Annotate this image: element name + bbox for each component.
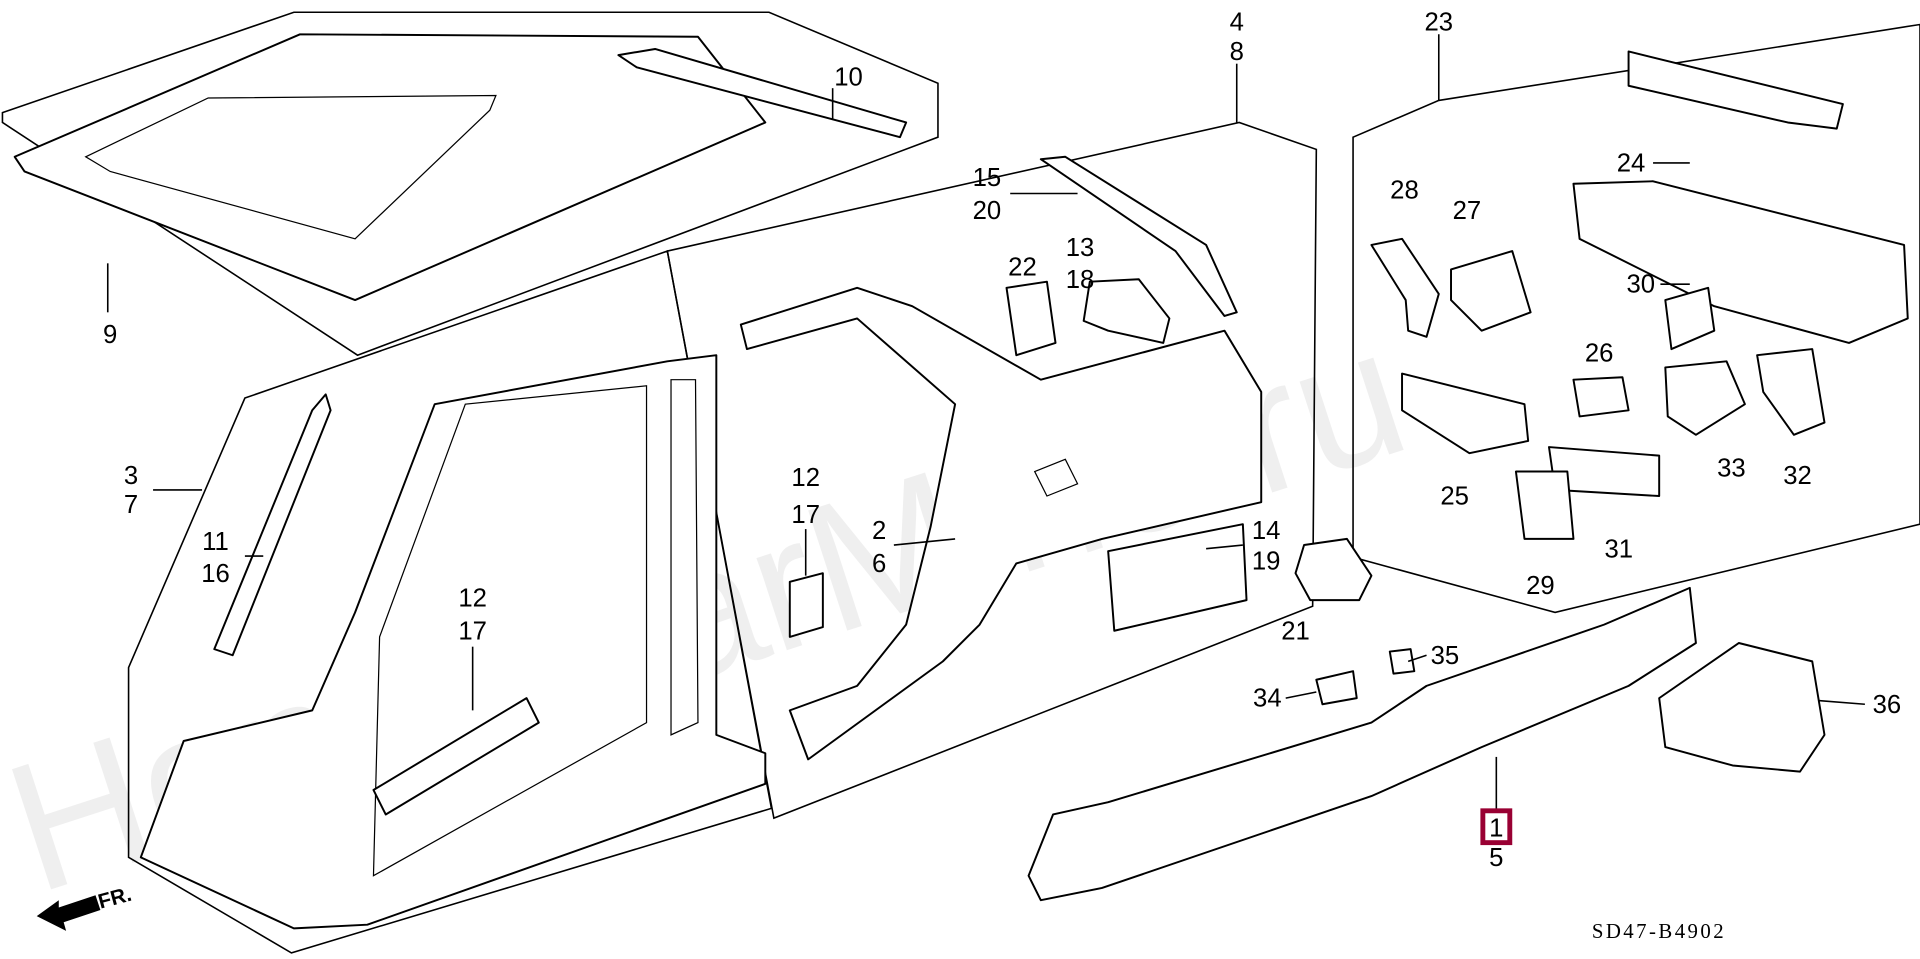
callout-6[interactable]: 6 (872, 550, 886, 578)
callout-15[interactable]: 15 (973, 164, 1002, 192)
callout-2[interactable]: 2 (872, 517, 886, 545)
side-sill-panel (1027, 586, 1826, 902)
callout-13[interactable]: 13 (1066, 234, 1095, 262)
callout-16[interactable]: 16 (201, 560, 230, 588)
callout-28[interactable]: 28 (1390, 176, 1419, 204)
callout-7[interactable]: 7 (124, 491, 138, 519)
callout-19[interactable]: 19 (1252, 548, 1281, 576)
callout-11[interactable]: 11 (202, 528, 229, 556)
outer-side-panel (139, 354, 824, 930)
callout-25[interactable]: 25 (1440, 483, 1469, 511)
callout-labels: 10 9 4 8 23 15 20 13 18 22 28 27 24 30 2… (103, 9, 1901, 872)
callout-9[interactable]: 9 (103, 321, 117, 349)
callout-20[interactable]: 20 (973, 197, 1002, 225)
front-arrow-icon (36, 895, 101, 931)
callout-34[interactable]: 34 (1253, 685, 1282, 713)
callout-36[interactable]: 36 (1873, 691, 1902, 719)
callout-14[interactable]: 14 (1252, 517, 1281, 545)
drawing-code: SD47-B4902 (1592, 919, 1726, 943)
callout-12-b[interactable]: 12 (791, 464, 820, 492)
rear-inner-panels (1370, 50, 1909, 540)
callout-32[interactable]: 32 (1783, 462, 1812, 490)
callout-30[interactable]: 30 (1627, 271, 1656, 299)
leader-lines (106, 34, 1865, 811)
callout-4[interactable]: 4 (1230, 9, 1244, 37)
callout-27[interactable]: 27 (1453, 197, 1482, 225)
callout-12-a[interactable]: 12 (458, 584, 487, 612)
callout-26[interactable]: 26 (1585, 339, 1614, 367)
callout-10[interactable]: 10 (834, 64, 863, 92)
callout-33[interactable]: 33 (1717, 454, 1746, 482)
rear-quarter-panel (739, 155, 1373, 761)
callout-22[interactable]: 22 (1008, 254, 1037, 282)
callout-8[interactable]: 8 (1230, 38, 1244, 66)
callout-29[interactable]: 29 (1526, 572, 1555, 600)
callout-21[interactable]: 21 (1281, 617, 1310, 645)
callout-17-b[interactable]: 17 (791, 501, 820, 529)
callout-23[interactable]: 23 (1424, 9, 1453, 37)
callout-5[interactable]: 5 (1489, 844, 1503, 872)
callout-31[interactable]: 31 (1604, 535, 1633, 563)
rear-panel-group-box (666, 121, 1318, 820)
callout-1[interactable]: 1 (1489, 815, 1503, 843)
callout-24[interactable]: 24 (1617, 149, 1646, 177)
callout-17-a[interactable]: 17 (458, 617, 487, 645)
roof-panel (13, 33, 908, 302)
callout-3[interactable]: 3 (124, 462, 138, 490)
highlight-box-1 (1480, 808, 1513, 846)
callout-35[interactable]: 35 (1431, 642, 1460, 670)
callout-18[interactable]: 18 (1066, 266, 1095, 294)
